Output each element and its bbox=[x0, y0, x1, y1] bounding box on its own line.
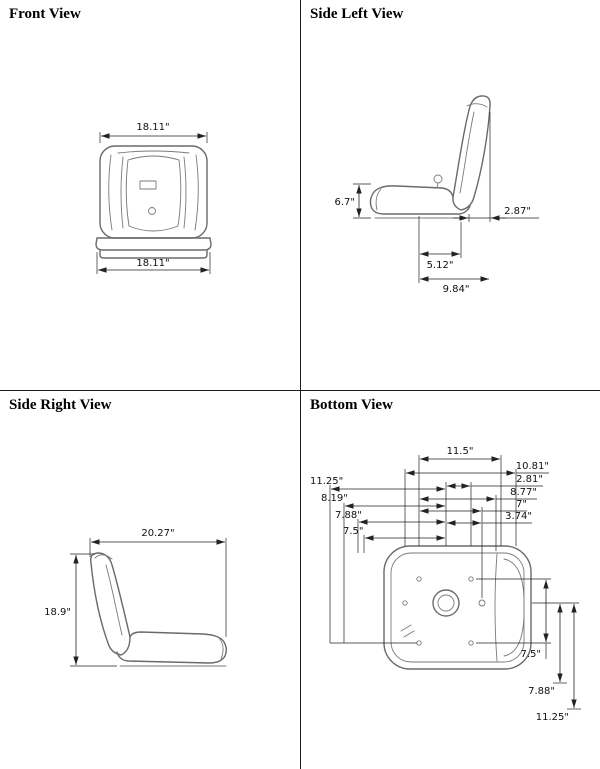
front-bottom-width-label: 18.11" bbox=[136, 258, 169, 269]
bottom-l3-label: 7.88" bbox=[335, 510, 362, 521]
bottom-view-drawing: 11.5" 10.81" 2.81" 8.77" 7" bbox=[310, 446, 581, 723]
side-left-view-panel: Side Left View 6.7" bbox=[301, 0, 600, 390]
bottom-dim-r1: 7.5" bbox=[520, 580, 549, 660]
bottom-mount-hole bbox=[402, 600, 408, 606]
front-dim-bottom-width: 18.11" bbox=[96, 252, 211, 274]
bottom-dim-w4: 7" bbox=[420, 499, 527, 514]
bottom-seat-pan-shape bbox=[383, 545, 532, 670]
side-right-view-panel: Side Right View 20.27" 18.9" bbox=[0, 391, 300, 769]
bottom-dim-l3: 7.88" bbox=[335, 510, 445, 525]
bottom-center-hole bbox=[432, 589, 460, 617]
bottom-dim-w3: 8.77" bbox=[420, 487, 537, 502]
bottom-dim-l1: 11.25" bbox=[310, 476, 445, 492]
side-right-dim-overall-height: 18.9" bbox=[44, 553, 117, 667]
front-dim-top-width: 18.11" bbox=[99, 122, 208, 143]
side-left-seat-shape bbox=[369, 95, 491, 219]
side-left-dim-back-offset: 2.87" bbox=[453, 112, 539, 222]
bottom-dim-w-top: 11.5" bbox=[420, 446, 500, 462]
front-view-panel: Front View 18.11" bbox=[0, 0, 300, 390]
bottom-l2-label: 8.19" bbox=[321, 493, 348, 504]
side-left-dim-cushion-height: 6.7" bbox=[334, 183, 371, 219]
bottom-dim-r3: 11.25" bbox=[536, 604, 581, 723]
bottom-r1-label: 7.5" bbox=[520, 649, 541, 660]
bottom-mount-hole bbox=[468, 640, 474, 646]
front-label-patch bbox=[139, 180, 157, 190]
bottom-mount-hole bbox=[468, 576, 474, 582]
bottom-dim-w2: 2.81" bbox=[447, 474, 543, 489]
side-left-dim-inner-depth: 5.12" bbox=[418, 216, 462, 283]
side-left-inner-depth-label: 5.12" bbox=[427, 260, 454, 271]
bottom-w5-label: 3.74" bbox=[505, 511, 532, 522]
bottom-l4-label: 7.5" bbox=[343, 526, 364, 537]
side-left-view-drawing: 6.7" 2.87" 5.12" 9.84" bbox=[334, 95, 539, 295]
front-seat-shape bbox=[95, 145, 212, 259]
bottom-small-hole bbox=[478, 599, 486, 607]
bottom-mount-hole bbox=[416, 576, 422, 582]
bottom-dim-l4: 7.5" bbox=[343, 526, 445, 541]
bottom-r2-label: 7.88" bbox=[528, 686, 555, 697]
bottom-dim-r2: 7.88" bbox=[528, 604, 567, 697]
horizontal-divider bbox=[0, 390, 600, 391]
side-left-base-depth-label: 9.84" bbox=[443, 284, 470, 295]
bottom-r3-label: 11.25" bbox=[536, 712, 569, 723]
bottom-w4-label: 7" bbox=[516, 499, 527, 510]
bottom-extension-lines bbox=[329, 455, 579, 644]
front-view-title: Front View bbox=[9, 6, 81, 22]
side-left-back-offset-label: 2.87" bbox=[504, 206, 531, 217]
bottom-w2-label: 2.81" bbox=[516, 474, 543, 485]
front-top-width-label: 18.11" bbox=[136, 122, 169, 133]
bottom-dim-w5: 3.74" bbox=[447, 511, 532, 526]
vertical-divider bbox=[300, 0, 301, 769]
side-right-view-drawing: 20.27" 18.9" bbox=[44, 528, 227, 667]
bottom-view-title: Bottom View bbox=[310, 397, 393, 413]
side-right-overall-height-label: 18.9" bbox=[44, 607, 71, 618]
bottom-w3-label: 8.77" bbox=[510, 487, 537, 498]
bottom-mount-hole bbox=[416, 640, 422, 646]
front-view-drawing: 18.11" 18.11" bbox=[95, 122, 212, 274]
bottom-dim-l2: 8.19" bbox=[321, 493, 445, 509]
bottom-w-top-label: 11.5" bbox=[447, 446, 474, 457]
side-right-overall-depth-label: 20.27" bbox=[141, 528, 174, 539]
side-left-cushion-height-label: 6.7" bbox=[334, 197, 355, 208]
bottom-w1-label: 10.81" bbox=[516, 461, 549, 472]
side-left-dim-base-depth: 9.84" bbox=[420, 276, 489, 295]
front-pivot-hole bbox=[148, 207, 156, 215]
side-right-seat-shape bbox=[89, 552, 227, 667]
side-left-pivot-knob bbox=[433, 174, 443, 184]
bottom-view-panel: Bottom View bbox=[301, 391, 600, 769]
bottom-dim-w1: 10.81" bbox=[406, 461, 549, 476]
bottom-l1-label: 11.25" bbox=[310, 476, 343, 487]
side-right-view-title: Side Right View bbox=[9, 397, 112, 413]
side-left-view-title: Side Left View bbox=[310, 6, 404, 22]
